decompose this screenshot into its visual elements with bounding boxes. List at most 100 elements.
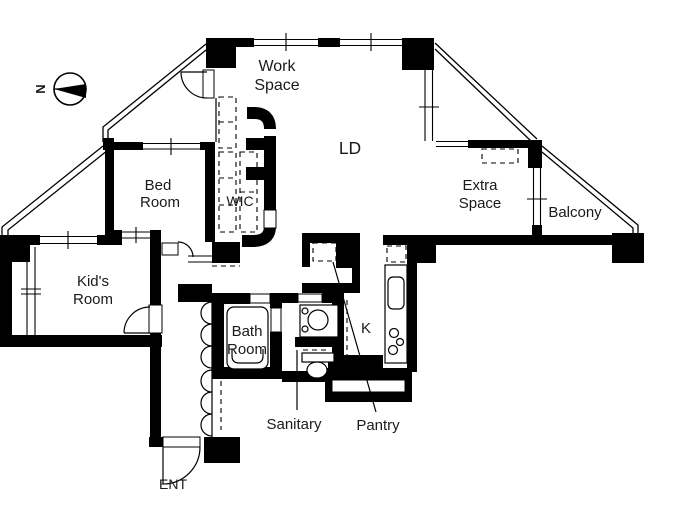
wall [97,235,122,245]
sliding-door [249,293,271,304]
wall [0,335,162,347]
stove-burner [395,337,405,347]
closet-scallop [200,391,213,415]
balcony-rail [107,49,207,142]
wall [302,283,360,293]
door-frame [162,436,201,448]
room-label-sanitary: Sanitary [266,416,322,433]
balcony-rails [1,42,639,235]
fixtures [226,264,408,379]
cabinet-dashed [386,245,407,263]
toilet-tank [301,352,335,363]
wall [420,235,644,245]
door-arc [162,446,201,485]
closet-scallop [200,345,213,369]
room-label-kids-room-line1: Kid's [77,273,109,290]
wash-basin [307,309,329,331]
wall [264,136,276,212]
wall [205,142,215,242]
wall [178,284,212,302]
room-label-bath-room-line2: Room [227,341,267,358]
bathtub [226,306,269,370]
toilet-bowl [306,361,328,379]
closet-scallop [200,301,213,325]
room-label-work-space-line2: Space [254,77,299,94]
pillar [528,140,542,168]
balcony-rail [7,149,109,235]
wall [282,293,298,303]
room-label-extra-space-line1: Extra [462,177,498,194]
partition-window [263,209,277,229]
pillar [612,233,644,263]
wall [295,337,344,347]
kitchen-sink [387,276,405,310]
wall [212,293,250,304]
room-label-bed-room-line2: Room [140,194,180,211]
wall [328,355,383,368]
windows [21,33,547,338]
sliding-door [270,307,282,333]
wall [302,233,360,243]
balcony-rail [102,43,207,142]
curved-wall-top [247,107,276,130]
leader-lines [296,261,377,413]
wall [270,293,282,308]
room-label-ld: LD [339,138,361,158]
wall [105,142,143,150]
wall [468,140,542,148]
room-label-bath-room-line1: Bath [232,323,263,340]
wall [212,242,240,263]
stove-burner [388,327,400,339]
counter-dashed [349,356,383,367]
wall [150,230,161,305]
wall [105,142,114,238]
wall [336,238,354,268]
pantry-leader [332,261,377,413]
room-label-pantry: Pantry [356,417,400,434]
stove-burner [387,344,399,356]
room-label-bed-room-line1: Bed [145,177,172,194]
pillar [402,38,434,70]
balcony-rail [434,48,533,143]
room-label-work-space-line1: Work [258,58,296,75]
wall [302,233,310,267]
pantry-shelf-dashed [312,242,337,262]
balcony-rail [541,145,639,234]
room-labels: Work Space LD Extra Space Balcony Bed Ro… [73,58,602,492]
door-arc [177,241,194,258]
compass-north-label: N [33,84,48,93]
wall [352,233,360,293]
door-frame [202,69,215,99]
walls [0,38,644,463]
doors [123,69,323,485]
door-arc [123,306,151,334]
wall [0,235,40,245]
closet-scallop [200,323,213,347]
curved-partition [242,107,277,247]
shelf-stub [246,138,264,150]
pillar [206,38,236,68]
door-frame [161,242,179,256]
shelf-stub [246,167,264,180]
compass-needle [54,84,86,98]
closet-scallop [200,413,213,437]
wall [0,262,12,347]
compass: N [33,72,87,106]
porch-block [204,437,240,463]
room-label-extra-space-line2: Space [459,195,502,212]
balcony-rail [434,42,538,140]
balcony-rail [541,151,634,234]
door-frame [148,304,163,334]
room-label-balcony: Balcony [548,204,602,221]
balcony-rail [1,145,104,235]
room-label-entrance: ENT [159,476,187,492]
wall [407,235,436,263]
wall [407,263,417,372]
sliding-door [297,293,323,303]
storage-dashed [481,148,519,164]
wall [318,38,340,47]
closet-scallop [200,369,213,393]
wall [149,437,163,447]
room-label-kids-room-line2: Room [73,291,113,308]
